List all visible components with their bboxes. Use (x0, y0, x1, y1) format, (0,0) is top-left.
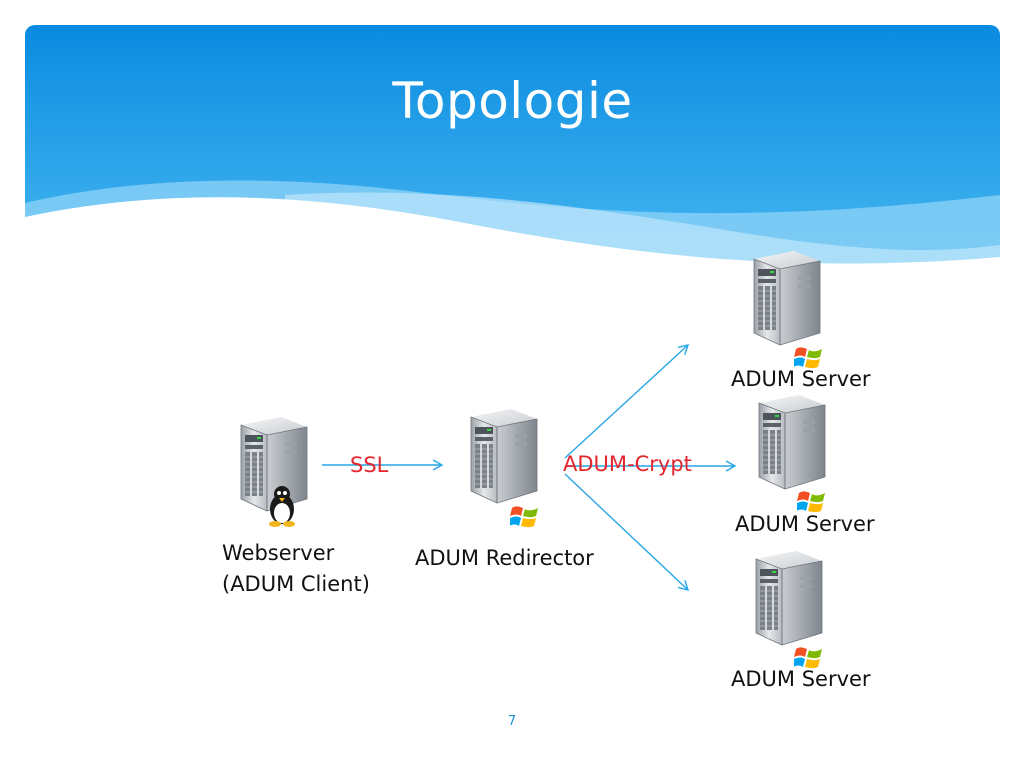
adum-server-label-3: ADUM Server (731, 667, 871, 691)
server-icon (240, 416, 308, 512)
page-number: 7 (507, 714, 517, 729)
windows-logo-icon (797, 491, 825, 513)
webserver-node (240, 416, 308, 527)
adum-server-label-1: ADUM Server (731, 367, 871, 391)
adum-server-node-1 (753, 250, 822, 369)
windows-logo-icon (794, 347, 822, 369)
header-banner (25, 25, 1000, 265)
adum-server-label-2: ADUM Server (735, 512, 875, 536)
webserver-sublabel: (ADUM Client) (222, 572, 370, 596)
header-wave-graphic (25, 25, 1000, 265)
webserver-label: Webserver (222, 541, 335, 565)
crypt-arrow-bottom (564, 473, 690, 591)
server-icon (755, 550, 823, 646)
ssl-label: SSL (350, 453, 389, 477)
redirector-label: ADUM Redirector (415, 546, 594, 570)
crypt-arrow-top (564, 344, 690, 459)
server-icon (753, 250, 821, 346)
server-icon (758, 394, 826, 490)
windows-logo-icon (510, 506, 538, 528)
redirector-node (470, 408, 538, 528)
adum-server-node-2 (758, 394, 826, 513)
slide-title: Topologie (392, 72, 633, 130)
linux-penguin-icon (269, 486, 295, 527)
windows-logo-icon (794, 647, 822, 669)
adum-crypt-label: ADUM-Crypt (563, 452, 692, 476)
adum-server-node-3 (755, 550, 823, 669)
server-icon (470, 408, 538, 504)
